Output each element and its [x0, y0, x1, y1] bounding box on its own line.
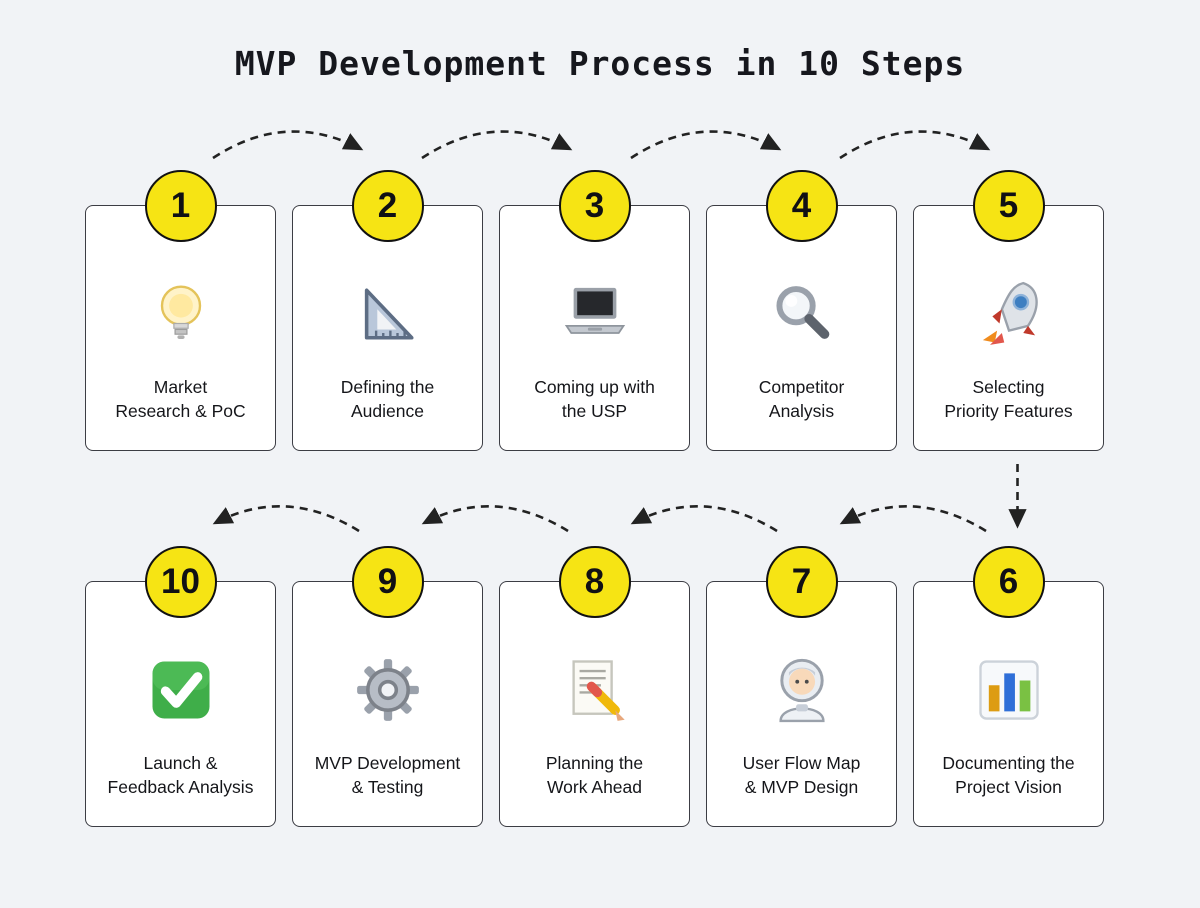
- step-number-badge: 7: [765, 546, 838, 618]
- step-number-badge: 3: [558, 170, 631, 242]
- step-label: Launch & Feedback Analysis: [107, 753, 254, 798]
- step-card-4: 4 Competitor Analysis: [706, 170, 897, 451]
- rocket-icon: [914, 268, 1103, 360]
- step-label: User Flow Map & MVP Design: [742, 753, 861, 798]
- step-number-badge: 8: [558, 546, 631, 618]
- steps-row-2: 10 Launch & Feedback Analysis 9: [85, 546, 1104, 827]
- steps-row-1: 1 Market Research & PoC 2: [85, 170, 1104, 451]
- page-title: MVP Development Process in 10 Steps: [234, 44, 966, 83]
- arrow-1-2: [212, 130, 364, 160]
- arrow-3-4: [630, 130, 782, 160]
- step-card-10: 10 Launch & Feedback Analysis: [85, 546, 276, 827]
- step-label: Competitor Analysis: [758, 377, 845, 422]
- step-number-badge: 6: [972, 546, 1045, 618]
- step-number-badge: 1: [144, 170, 217, 242]
- step-card-3: 3 Coming up with the USP: [499, 170, 690, 451]
- arrow-9-10: [212, 505, 360, 533]
- step-card-1: 1 Market Research & PoC: [85, 170, 276, 451]
- lightbulb-icon: [86, 268, 275, 360]
- step-label: Coming up with the USP: [534, 377, 655, 422]
- arrow-7-8: [630, 505, 778, 533]
- step-number-badge: 2: [351, 170, 424, 242]
- step-label: Documenting the Project Vision: [942, 753, 1075, 798]
- step-card-9: 9 MVP: [292, 546, 483, 827]
- triangular-ruler-icon: [293, 268, 482, 360]
- gear-icon: [293, 644, 482, 736]
- step-card-2: 2 Defining the Audience: [292, 170, 483, 451]
- laptop-icon: [500, 268, 689, 360]
- step-number-badge: 9: [351, 546, 424, 618]
- step-label: Defining the Audience: [340, 377, 435, 422]
- step-number-badge: 5: [972, 170, 1045, 242]
- step-label: Planning the Work Ahead: [545, 753, 644, 798]
- check-mark-icon: [86, 644, 275, 736]
- memo-pencil-icon: [500, 644, 689, 736]
- arrow-8-9: [421, 505, 569, 533]
- bar-chart-icon: [914, 644, 1103, 736]
- step-number-badge: 10: [144, 546, 217, 618]
- arrow-4-5: [839, 130, 991, 160]
- step-number-badge: 4: [765, 170, 838, 242]
- step-card-5: 5 Selecting Priority Features: [913, 170, 1104, 451]
- step-card-8: 8 Planning the Work Ahead: [499, 546, 690, 827]
- step-label: Selecting Priority Features: [944, 377, 1073, 422]
- step-card-7: 7 User Flow Map & MVP Design: [706, 546, 897, 827]
- arrow-2-3: [421, 130, 573, 160]
- arrow-6-7: [839, 505, 987, 533]
- step-label: MVP Development & Testing: [314, 753, 461, 798]
- astronaut-icon: [707, 644, 896, 736]
- step-label: Market Research & PoC: [115, 377, 246, 422]
- magnifier-icon: [707, 268, 896, 360]
- step-card-6: 6 Documenting the Project Vision: [913, 546, 1104, 827]
